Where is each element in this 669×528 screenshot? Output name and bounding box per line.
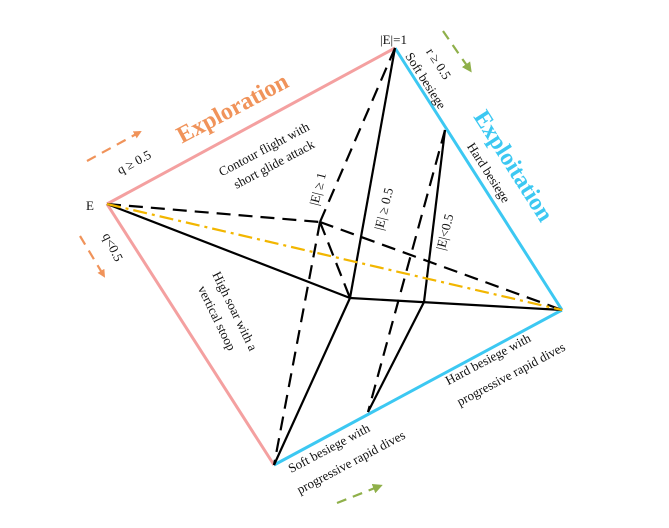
e-ge-05-label: |E| ≥ 0.5: [371, 186, 396, 231]
solid-lines: [106, 47, 563, 466]
e-lt-05-label: |E|<0.5: [433, 212, 456, 251]
arrow-r-ge: [442, 30, 472, 73]
e-ge-1-label: |E| ≥ 1: [306, 171, 329, 207]
arrow-q-lt: [79, 235, 106, 278]
q-lt-label: q<0.5: [100, 230, 127, 264]
dashed-lines: [106, 47, 563, 466]
exploitation-edge-bottom: [273, 308, 563, 467]
vertex-e-label: E: [86, 198, 94, 213]
exploration-edge-bottom: [105, 203, 276, 466]
q-ge-label: q ≥ 0.5: [114, 147, 153, 177]
exploration-edge-top: [106, 46, 396, 206]
dashdot-line: [106, 202, 563, 312]
vertex-top-label: |E|=1: [380, 32, 407, 47]
exploitation-edge-top: [393, 47, 564, 311]
arrow-bottom: [336, 483, 383, 505]
